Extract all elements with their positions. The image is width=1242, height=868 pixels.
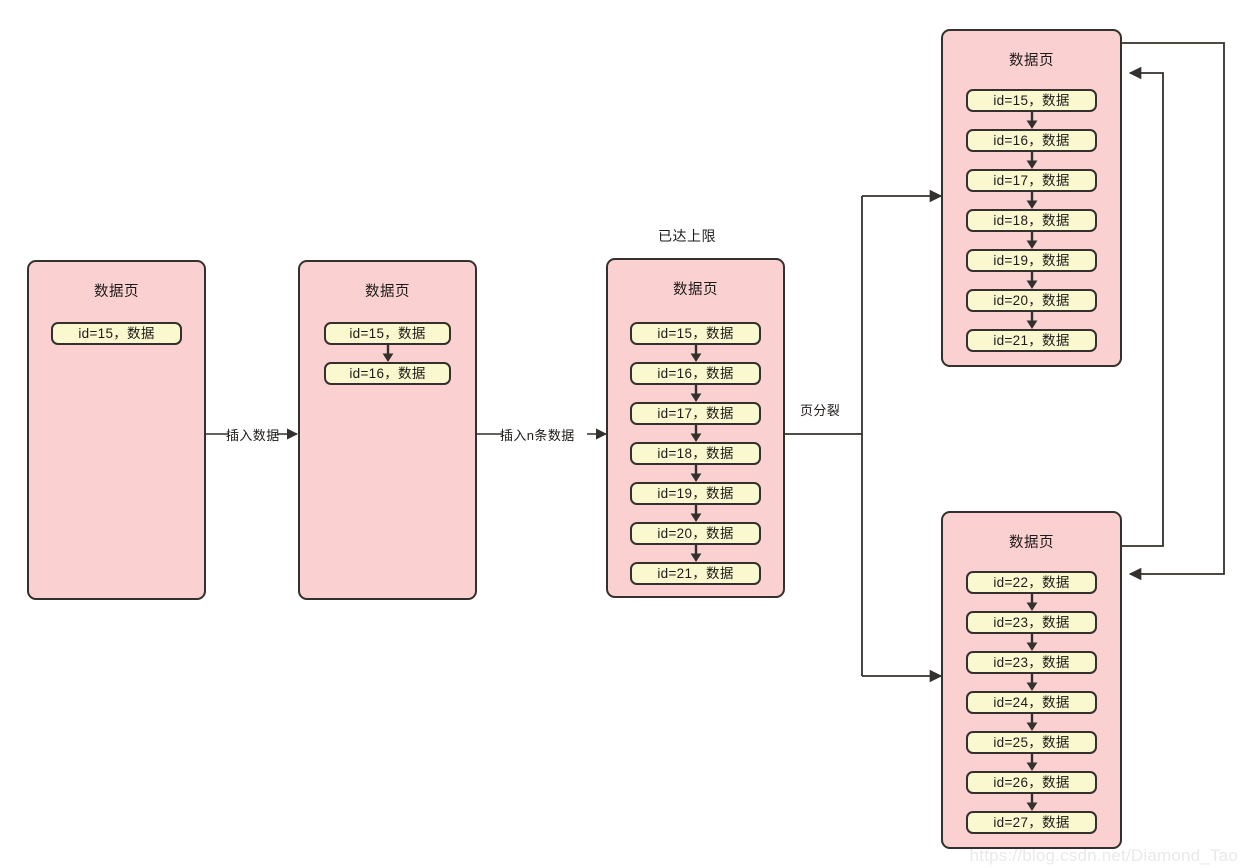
row-link-arrow-icon xyxy=(608,505,783,522)
record-row[interactable]: id=15，数据 xyxy=(630,322,761,345)
row-list: id=15，数据 id=16，数据 id=17，数据 id=18，数据 id=19，数据… xyxy=(943,89,1120,352)
row-link-arrow-icon xyxy=(943,794,1120,811)
data-page-title: 数据页 xyxy=(673,282,718,298)
row-link-arrow-icon xyxy=(608,385,783,402)
record-row-label: id=25，数据 xyxy=(993,735,1070,750)
row-link-arrow-icon xyxy=(300,345,475,362)
data-page-title: 数据页 xyxy=(1009,535,1054,551)
record-row-label: id=21，数据 xyxy=(993,333,1070,348)
record-row[interactable]: id=15，数据 xyxy=(966,89,1097,112)
record-row[interactable]: id=16，数据 xyxy=(630,362,761,385)
record-row-label: id=16，数据 xyxy=(349,366,426,381)
row-link-arrow-icon xyxy=(943,634,1120,651)
record-row[interactable]: id=18，数据 xyxy=(630,442,761,465)
edge-page4-to-page5 xyxy=(1122,66,1164,547)
row-link-arrow-icon xyxy=(943,674,1120,691)
capacity-note: 已达上限 xyxy=(658,228,716,244)
edge-label-insert-n: 插入n条数据 xyxy=(500,428,575,443)
edge-page5-to-page4 xyxy=(1122,42,1225,581)
record-row[interactable]: id=22，数据 xyxy=(966,571,1097,594)
row-list: id=22，数据 id=23，数据 id=23，数据 id=24，数据 id=25，数据… xyxy=(943,571,1120,834)
edge-label-page-split: 页分裂 xyxy=(800,403,841,418)
record-row[interactable]: id=26，数据 xyxy=(966,771,1097,794)
data-page-box-2[interactable]: 数据页 id=15，数据 id=16，数据 xyxy=(298,260,477,600)
row-link-arrow-icon xyxy=(943,312,1120,329)
record-row-label: id=27，数据 xyxy=(993,815,1070,830)
record-row[interactable]: id=15，数据 xyxy=(324,322,451,345)
record-row[interactable]: id=19，数据 xyxy=(630,482,761,505)
record-row-label: id=23，数据 xyxy=(993,655,1070,670)
record-row-label: id=20，数据 xyxy=(993,293,1070,308)
record-row[interactable]: id=23，数据 xyxy=(966,611,1097,634)
record-row[interactable]: id=16，数据 xyxy=(966,129,1097,152)
row-list: id=15，数据 id=16，数据 xyxy=(300,322,475,385)
row-link-arrow-icon xyxy=(608,545,783,562)
record-row-label: id=16，数据 xyxy=(993,133,1070,148)
record-row-label: id=19，数据 xyxy=(657,486,734,501)
row-link-arrow-icon xyxy=(943,272,1120,289)
record-row[interactable]: id=20，数据 xyxy=(966,289,1097,312)
watermark: https://blog.csdn.net/Diamond_Tao xyxy=(969,846,1238,865)
record-row[interactable]: id=21，数据 xyxy=(966,329,1097,352)
record-row[interactable]: id=20，数据 xyxy=(630,522,761,545)
record-row-label: id=15，数据 xyxy=(349,326,426,341)
record-row-label: id=20，数据 xyxy=(657,526,734,541)
record-row[interactable]: id=25，数据 xyxy=(966,731,1097,754)
record-row[interactable]: id=17，数据 xyxy=(966,169,1097,192)
record-row-label: id=23，数据 xyxy=(993,615,1070,630)
data-page-title: 数据页 xyxy=(94,284,139,300)
record-row-label: id=21，数据 xyxy=(657,566,734,581)
record-row-label: id=19，数据 xyxy=(993,253,1070,268)
record-row-label: id=16，数据 xyxy=(657,366,734,381)
record-row[interactable]: id=15，数据 xyxy=(51,322,182,345)
record-row[interactable]: id=23，数据 xyxy=(966,651,1097,674)
edge-page-split xyxy=(785,189,943,683)
record-row[interactable]: id=17，数据 xyxy=(630,402,761,425)
row-link-arrow-icon xyxy=(943,152,1120,169)
row-link-arrow-icon xyxy=(943,232,1120,249)
row-link-arrow-icon xyxy=(943,112,1120,129)
data-page-box-1[interactable]: 数据页 id=15，数据 xyxy=(27,260,206,600)
row-link-arrow-icon xyxy=(943,192,1120,209)
row-link-arrow-icon xyxy=(608,345,783,362)
record-row-label: id=26，数据 xyxy=(993,775,1070,790)
data-page-title: 数据页 xyxy=(365,284,410,300)
record-row[interactable]: id=19，数据 xyxy=(966,249,1097,272)
record-row-label: id=15，数据 xyxy=(657,326,734,341)
record-row-label: id=15，数据 xyxy=(993,93,1070,108)
record-row-label: id=18，数据 xyxy=(993,213,1070,228)
row-link-arrow-icon xyxy=(608,465,783,482)
row-link-arrow-icon xyxy=(943,754,1120,771)
row-list: id=15，数据 id=16，数据 id=17，数据 id=18，数据 id=19，数据… xyxy=(608,322,783,585)
row-link-arrow-icon xyxy=(943,714,1120,731)
record-row[interactable]: id=21，数据 xyxy=(630,562,761,585)
data-page-title: 数据页 xyxy=(1009,53,1054,69)
record-row[interactable]: id=27，数据 xyxy=(966,811,1097,834)
record-row[interactable]: id=18，数据 xyxy=(966,209,1097,232)
record-row-label: id=18，数据 xyxy=(657,446,734,461)
row-list: id=15，数据 xyxy=(29,322,204,345)
record-row-label: id=22，数据 xyxy=(993,575,1070,590)
row-link-arrow-icon xyxy=(608,425,783,442)
record-row-label: id=24，数据 xyxy=(993,695,1070,710)
record-row-label: id=17，数据 xyxy=(993,173,1070,188)
edge-label-insert-one: 插入数据 xyxy=(226,428,280,443)
record-row-label: id=15，数据 xyxy=(78,326,155,341)
record-row-label: id=17，数据 xyxy=(657,406,734,421)
record-row[interactable]: id=16，数据 xyxy=(324,362,451,385)
row-link-arrow-icon xyxy=(943,594,1120,611)
record-row[interactable]: id=24，数据 xyxy=(966,691,1097,714)
